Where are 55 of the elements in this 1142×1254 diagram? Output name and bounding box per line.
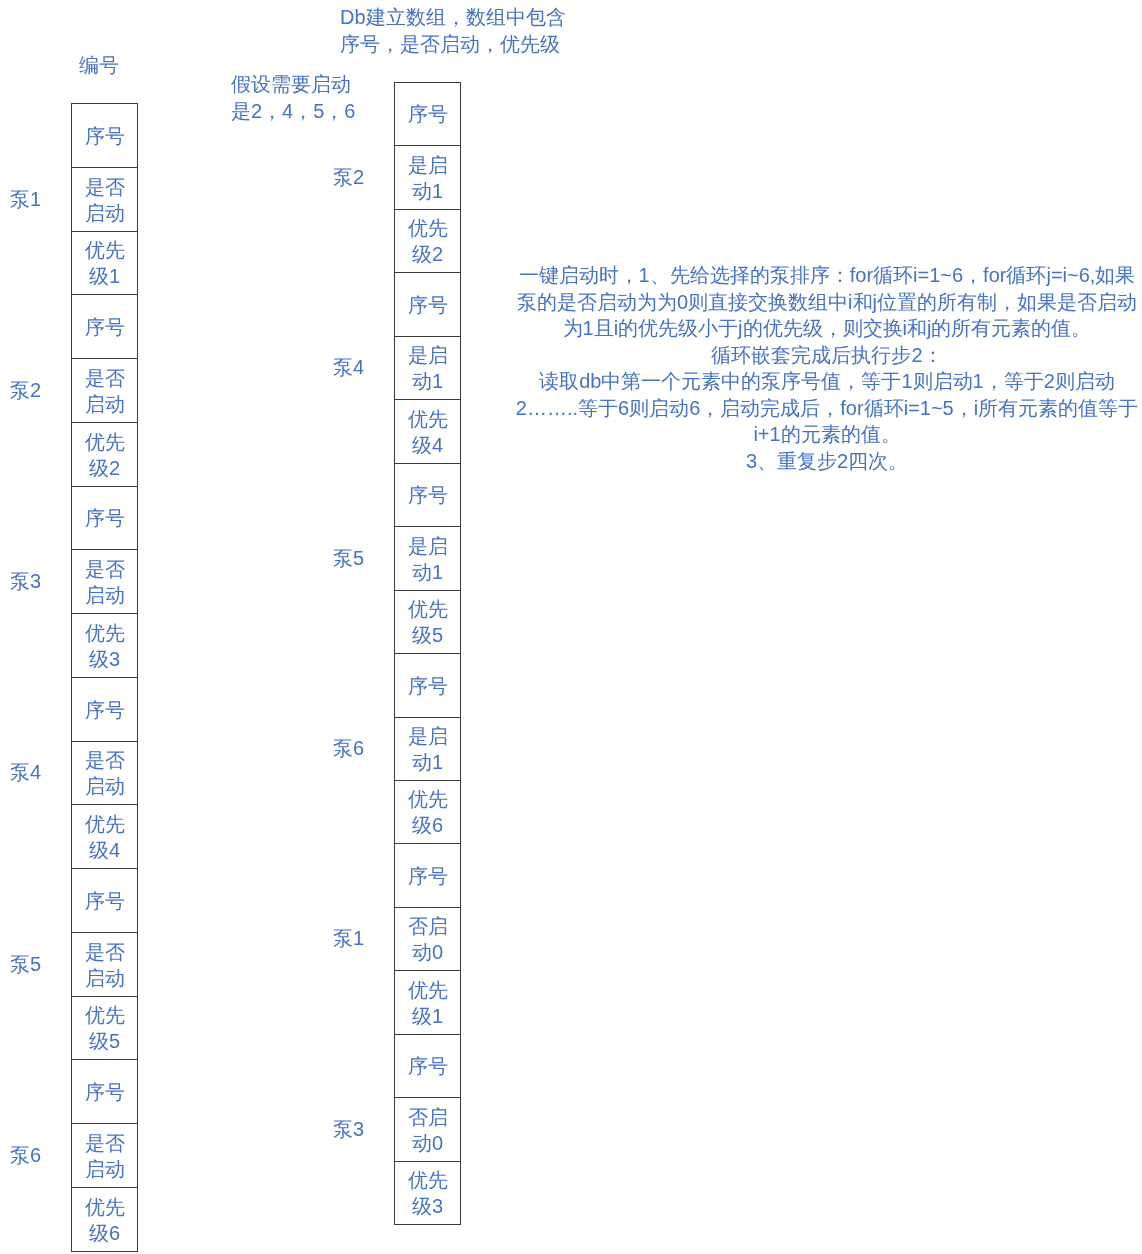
description-text: 3、重复步2四次。 — [744, 448, 910, 474]
array-cell: 优先级4 — [394, 399, 461, 464]
array-cell: 否启动0 — [394, 907, 461, 971]
array-cell: 序号 — [71, 677, 138, 742]
pump-label: 泵2 — [8, 377, 41, 403]
array-cell: 是否启动 — [71, 549, 138, 614]
array-cell: 序号 — [394, 272, 461, 337]
array-cell: 序号 — [71, 868, 138, 933]
array-cell: 是启动1 — [394, 145, 461, 210]
array-cell: 序号 — [71, 103, 138, 168]
array-cell: 序号 — [71, 294, 138, 359]
pump-label: 泵1 — [8, 186, 41, 212]
note-text: 假设需要启动是2，4，5，6 — [231, 72, 357, 124]
array-cell: 优先级5 — [71, 996, 138, 1060]
array-cell: 序号 — [71, 486, 138, 550]
pump-label: 泵6 — [331, 736, 364, 762]
array-cell: 是否启动 — [71, 932, 138, 997]
pump-label: 泵5 — [331, 545, 364, 571]
array-cell: 序号 — [394, 1034, 461, 1098]
array-cell: 是否启动 — [71, 167, 138, 232]
array-cell: 序号 — [394, 843, 461, 908]
pump-label: 泵4 — [331, 355, 364, 381]
column-heading: 编号 — [79, 53, 120, 78]
array-cell: 序号 — [394, 653, 461, 718]
description-text: 一键启动时，1、先给选择的泵排序：for循环i=1~6，for循环j=i~6,如果泵的是否启动为为0则直接交换数组中i和j位置的所有制，如果是否启动为1且i的优先级小于j的优先级，则交换i和j的所有元素的值。 — [516, 263, 1138, 341]
array-cell: 优先级3 — [394, 1161, 461, 1225]
array-cell: 优先级1 — [71, 231, 138, 295]
pump-label: 泵3 — [331, 1116, 364, 1142]
array-cell: 优先级2 — [71, 422, 138, 487]
pump-label: 泵3 — [8, 568, 41, 594]
array-cell: 是否启动 — [71, 1123, 138, 1188]
array-cell: 优先级5 — [394, 590, 461, 654]
description-text: 读取db中第一个元素中的泵序号值，等于1则启动1，等于2则启动2……..等于6则启动6，启动完成后，for循环i=1~5，i所有元素的值等于i+1的元素的值。 — [514, 369, 1140, 447]
array-cell: 序号 — [394, 82, 461, 146]
array-cell: 优先级6 — [71, 1187, 138, 1252]
array-cell: 优先级6 — [394, 780, 461, 844]
pump-label: 泵4 — [8, 760, 41, 786]
array-cell: 是否启动 — [71, 358, 138, 423]
array-cell: 优先级1 — [394, 970, 461, 1035]
pump-label: 泵6 — [8, 1142, 41, 1168]
pump-label: 泵2 — [331, 164, 364, 190]
array-cell: 是启动1 — [394, 526, 461, 591]
array-cell: 否启动0 — [394, 1097, 461, 1162]
array-cell: 优先级2 — [394, 209, 461, 273]
heading-text: Db建立数组，数组中包含序号，是否启动，优先级 — [340, 5, 567, 57]
array-cell: 优先级3 — [71, 613, 138, 678]
array-cell: 是启动1 — [394, 336, 461, 400]
array-cell: 是启动1 — [394, 717, 461, 781]
pump-label: 泵5 — [8, 951, 41, 977]
array-cell: 序号 — [71, 1059, 138, 1124]
pump-label: 泵1 — [331, 926, 364, 952]
array-cell: 是否启动 — [71, 741, 138, 805]
description-text: 循环嵌套完成后执行步2： — [710, 342, 944, 368]
array-cell: 优先级4 — [71, 804, 138, 869]
array-cell: 序号 — [394, 463, 461, 527]
